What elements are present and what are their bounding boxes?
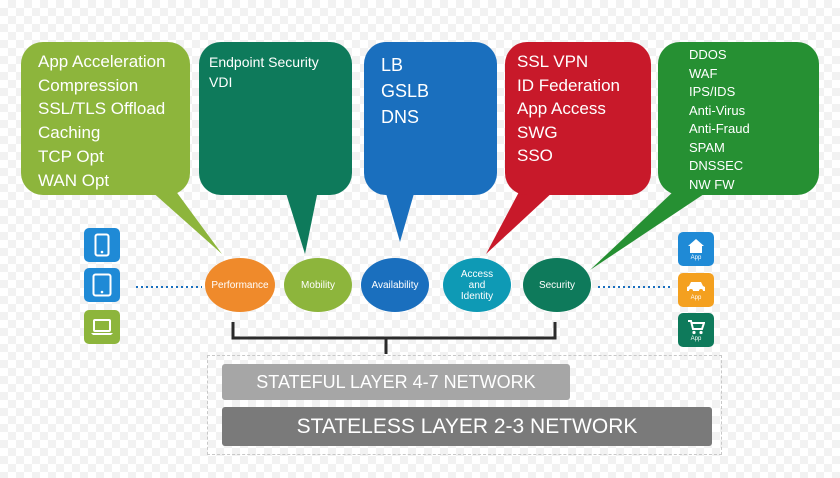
bubble-security: DDOS WAF IPS/IDS Anti-Virus Anti-Fraud S… bbox=[658, 42, 819, 195]
bubble-line: Endpoint Security bbox=[209, 54, 319, 70]
bubble-line: NW FW bbox=[689, 176, 735, 192]
app-label: App bbox=[690, 254, 702, 261]
stateless-layer-bar: STATELESS LAYER 2-3 NETWORK bbox=[222, 407, 712, 446]
bubble-line: WAN Opt bbox=[38, 170, 110, 190]
laptop-icon bbox=[91, 319, 113, 335]
bubble-line: Anti-Virus bbox=[689, 102, 746, 118]
circle-label: and bbox=[468, 279, 486, 291]
bubble-line: GSLB bbox=[381, 81, 430, 101]
circle-label: Performance bbox=[211, 279, 269, 291]
cart-app: App bbox=[678, 313, 714, 347]
car-icon bbox=[687, 281, 705, 293]
laptop-device bbox=[84, 310, 120, 344]
bracket bbox=[231, 322, 557, 340]
app-label: App bbox=[690, 294, 702, 301]
bubble-line: Anti-Fraud bbox=[689, 121, 750, 136]
bubble-line: IPS/IDS bbox=[689, 84, 736, 99]
circle-label: Mobility bbox=[301, 279, 335, 291]
circle-label: Security bbox=[538, 279, 576, 291]
network-layers-frame bbox=[207, 355, 722, 455]
bubble-line: ID Federation bbox=[517, 75, 620, 95]
tail-performance bbox=[150, 190, 222, 254]
circle-access-identity: Access and Identity bbox=[443, 258, 511, 312]
bubble-line: WAF bbox=[689, 65, 718, 81]
circle-performance: Performance bbox=[205, 258, 275, 312]
tail-security bbox=[590, 190, 710, 270]
home-app: App bbox=[678, 232, 714, 266]
smartphone-icon bbox=[94, 233, 110, 257]
app-label: App bbox=[690, 335, 702, 342]
bubble-mobility: Endpoint Security VDI bbox=[199, 42, 352, 195]
tail-mobility bbox=[285, 190, 318, 254]
bubble-line: SSL/TLS Offload bbox=[38, 99, 166, 119]
tablet-icon bbox=[92, 273, 112, 297]
stateful-layer-label: STATEFUL LAYER 4-7 NETWORK bbox=[256, 371, 536, 392]
circle-availability: Availability bbox=[361, 258, 429, 312]
circle-label: Identity bbox=[460, 290, 494, 302]
bubble-availability: LB GSLB DNS bbox=[364, 42, 497, 195]
bubble-line: DDOS bbox=[689, 47, 727, 62]
tail-access bbox=[486, 190, 555, 254]
bubble-line: Caching bbox=[38, 123, 101, 143]
stateful-layer-bar: STATEFUL LAYER 4-7 NETWORK bbox=[222, 364, 570, 400]
tablet-device bbox=[84, 268, 120, 302]
bubble-access: SSL VPN ID Federation App Access SWG SSO bbox=[505, 42, 651, 195]
home-icon bbox=[688, 238, 704, 253]
bubble-line: SPAM bbox=[689, 139, 725, 155]
bubble-line: DNSSEC bbox=[689, 158, 744, 173]
circle-mobility: Mobility bbox=[284, 258, 352, 312]
bubble-line: App Access bbox=[517, 99, 606, 118]
circle-label: Availability bbox=[371, 279, 419, 291]
stateless-layer-label: STATELESS LAYER 2-3 NETWORK bbox=[296, 414, 638, 438]
circle-security: Security bbox=[523, 258, 591, 312]
car-app: App bbox=[678, 273, 714, 307]
bubble-line: SWG bbox=[517, 122, 558, 142]
bubble-performance: App Acceleration Compression SSL/TLS Off… bbox=[21, 42, 190, 195]
bubble-line: VDI bbox=[209, 74, 233, 90]
tail-availability bbox=[385, 190, 415, 242]
bubble-line: TCP Opt bbox=[38, 146, 104, 166]
circle-label: Access bbox=[460, 268, 494, 280]
bubble-line: Compression bbox=[38, 75, 139, 95]
shopping-cart-icon bbox=[688, 319, 705, 334]
bubble-line: SSO bbox=[517, 146, 553, 165]
bubble-line: DNS bbox=[381, 107, 420, 127]
smartphone-device bbox=[84, 228, 120, 262]
bubble-line: SSL VPN bbox=[517, 52, 589, 71]
bubble-line: App Acceleration bbox=[38, 52, 166, 71]
bubble-line: LB bbox=[381, 55, 404, 75]
